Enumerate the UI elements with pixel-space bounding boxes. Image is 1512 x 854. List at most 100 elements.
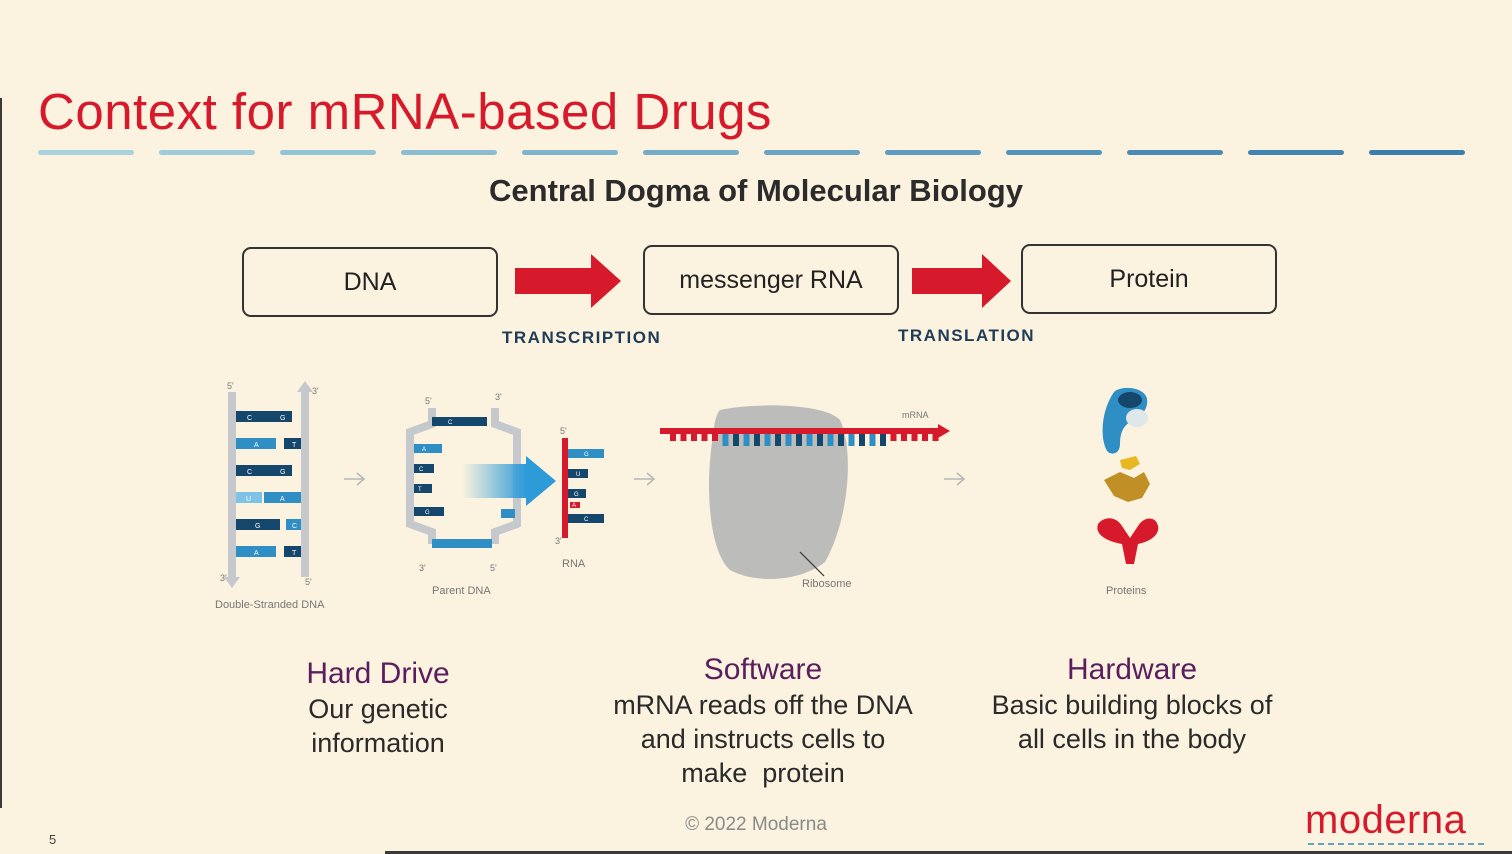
step-arrow-icon bbox=[944, 472, 966, 486]
parent-dna-label: Parent DNA bbox=[432, 585, 491, 597]
codon-tick bbox=[754, 434, 760, 446]
protein-box: Protein bbox=[1021, 244, 1277, 314]
caption-line: mRNA reads off the DNA bbox=[613, 690, 913, 720]
underline-dash bbox=[1006, 150, 1102, 155]
central-dogma-illustration: C G A T C G U A G C bbox=[215, 381, 1159, 611]
codon-tick bbox=[764, 434, 771, 446]
underline-dash bbox=[1127, 150, 1223, 155]
parent-base: A bbox=[422, 447, 426, 453]
parent-end-label: 3' bbox=[419, 563, 426, 573]
codon-tick bbox=[827, 434, 834, 446]
rna-base: U bbox=[576, 472, 580, 478]
codon-tick bbox=[880, 434, 886, 446]
codon-tick bbox=[817, 434, 823, 446]
parent-base: C bbox=[448, 420, 453, 426]
transcription-arrow bbox=[515, 254, 621, 308]
bottom-edge-rule bbox=[385, 851, 1512, 854]
proteins-label: Proteins bbox=[1106, 585, 1147, 597]
ds-base: A bbox=[254, 442, 259, 449]
rna-base: G bbox=[584, 452, 589, 458]
ds-end-label: 3' bbox=[312, 386, 319, 396]
parent-end-label: 3' bbox=[495, 392, 502, 402]
codon-tick bbox=[922, 434, 928, 441]
underline-dash bbox=[522, 150, 618, 155]
caption-line: and instructs cells to bbox=[640, 724, 886, 754]
ds-base: G bbox=[280, 469, 285, 476]
underline-dash bbox=[38, 150, 134, 155]
caption-software: Software mRNA reads off the DNA and inst… bbox=[583, 652, 943, 790]
parent-end-label: 5' bbox=[490, 563, 497, 573]
codon-tick bbox=[775, 434, 781, 446]
ds-base: A bbox=[280, 496, 285, 503]
title-underline-dashes bbox=[38, 150, 1465, 155]
double-stranded-dna: C G A T C G U A G C bbox=[215, 381, 325, 611]
codon-tick bbox=[743, 434, 750, 446]
moderna-logo: moderna bbox=[1305, 798, 1467, 842]
double-stranded-dna-label: Double-Stranded DNA bbox=[215, 599, 325, 611]
underline-dash bbox=[764, 150, 860, 155]
transcription-label: TRANSCRIPTION bbox=[502, 328, 662, 347]
parent-dna-bases: C A C T G bbox=[414, 417, 515, 548]
page-number: 5 bbox=[49, 832, 57, 847]
translation-arrow bbox=[912, 254, 1011, 308]
caption-line: Basic building blocks of bbox=[991, 690, 1273, 720]
codon-tick bbox=[838, 434, 844, 446]
underline-dash bbox=[401, 150, 497, 155]
codon-tick bbox=[670, 434, 676, 441]
codon-tick bbox=[733, 434, 739, 446]
caption-head: Software bbox=[703, 653, 823, 686]
codon-tick bbox=[691, 434, 697, 441]
codon-tick bbox=[932, 434, 939, 441]
codon-tick bbox=[890, 434, 897, 441]
ds-end-label: 5' bbox=[305, 577, 312, 587]
underline-dash bbox=[643, 150, 739, 155]
codon-tick bbox=[796, 434, 802, 446]
mrna-box: messenger RNA bbox=[643, 245, 899, 315]
transcription-flow-arrow bbox=[462, 456, 556, 506]
underline-dash bbox=[1369, 150, 1465, 155]
rna-base: G bbox=[574, 492, 579, 498]
codon-tick bbox=[869, 434, 876, 446]
ds-base: T bbox=[292, 550, 297, 557]
proteins: Proteins bbox=[1097, 387, 1159, 597]
mrna-strand: mRNA bbox=[660, 410, 950, 446]
caption-line: all cells in the body bbox=[1017, 724, 1247, 754]
ds-base: C bbox=[247, 415, 252, 422]
codon-tick bbox=[911, 434, 918, 441]
diagram-subtitle: Central Dogma of Molecular Biology bbox=[489, 173, 1023, 208]
ribosome: Ribosome bbox=[709, 405, 852, 590]
ds-base: A bbox=[254, 550, 259, 557]
logo-underline bbox=[1308, 843, 1484, 845]
ds-end-label: 5' bbox=[227, 381, 234, 391]
copyright-footer: © 2022 Moderna bbox=[685, 814, 827, 835]
step-arrow-icon bbox=[344, 472, 366, 486]
ds-base: G bbox=[255, 523, 260, 530]
rna-end-label: 3' bbox=[555, 536, 562, 546]
caption-line: information bbox=[311, 728, 445, 758]
codon-tick bbox=[680, 434, 687, 441]
parent-base: T bbox=[418, 487, 422, 493]
parent-base: C bbox=[419, 467, 424, 473]
codon-tick bbox=[785, 434, 792, 446]
ds-base: C bbox=[292, 523, 297, 530]
ds-base: C bbox=[247, 469, 252, 476]
ds-base: G bbox=[280, 415, 285, 422]
step-arrow-icon bbox=[634, 472, 656, 486]
underline-dash bbox=[280, 150, 376, 155]
codon-tick bbox=[722, 434, 729, 446]
rna-end-label: 5' bbox=[560, 426, 567, 436]
slide-title: Context for mRNA-based Drugs bbox=[38, 83, 772, 140]
ds-base: U bbox=[246, 496, 251, 503]
translation-label: TRANSLATION bbox=[898, 326, 1036, 345]
rna-base: A bbox=[572, 503, 576, 509]
codon-tick bbox=[712, 434, 718, 441]
left-edge-rule bbox=[0, 98, 2, 808]
codon-tick bbox=[701, 434, 708, 441]
rna-base: C bbox=[584, 517, 589, 523]
underline-dash bbox=[1248, 150, 1344, 155]
codon-tick bbox=[859, 434, 865, 446]
ds-end-label: 3' bbox=[220, 573, 227, 583]
caption-hard-drive: Hard Drive Our genetic information bbox=[218, 656, 538, 760]
caption-head: Hard Drive bbox=[306, 657, 450, 690]
underline-dash bbox=[885, 150, 981, 155]
